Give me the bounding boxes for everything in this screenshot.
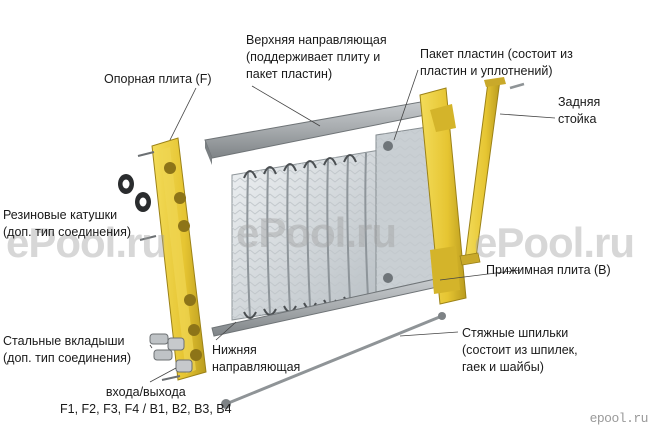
label-steel-inserts: Стальные вкладыши (доп. тип соединения) <box>3 334 132 365</box>
rubber-rings <box>118 174 151 212</box>
label-pressure-plate: Прижимная плита (B) <box>486 263 611 277</box>
leader-lines <box>149 69 556 383</box>
watermark-center: ePool.ru <box>236 209 397 256</box>
pressure-plate <box>375 124 441 293</box>
watermark-right: ePool.ru <box>474 219 635 266</box>
label-rear-column: Задняя стойка <box>558 95 601 126</box>
label-tie-bolts: Стяжные шпильки (состоит из шпилек, гаек… <box>462 326 578 374</box>
corner-logo: epool.ru <box>589 411 649 426</box>
label-bottom-guide: Нижняя направляющая <box>212 343 301 374</box>
label-top-guide: Верхняя направляющая (поддерживает плиту… <box>246 33 387 81</box>
rear-column <box>459 77 506 266</box>
steel-inserts <box>149 333 173 361</box>
pressure-plate-frame <box>419 87 467 305</box>
label-plate-pack: Пакет пластин (состоит из пластин и упло… <box>420 47 573 78</box>
support-plate <box>151 137 207 381</box>
watermark-left: ePool.ru <box>6 219 167 266</box>
label-support-plate: Опорная плита (F) <box>104 72 212 86</box>
tie-bolts <box>221 82 525 409</box>
label-ports: входа/выхода F1, F2, F3, F4 / B1, B2, B3… <box>60 385 232 416</box>
support-plate-bolts <box>137 151 181 381</box>
label-rubber-rings: Резиновые катушки (доп. тип соединения) <box>3 208 132 239</box>
